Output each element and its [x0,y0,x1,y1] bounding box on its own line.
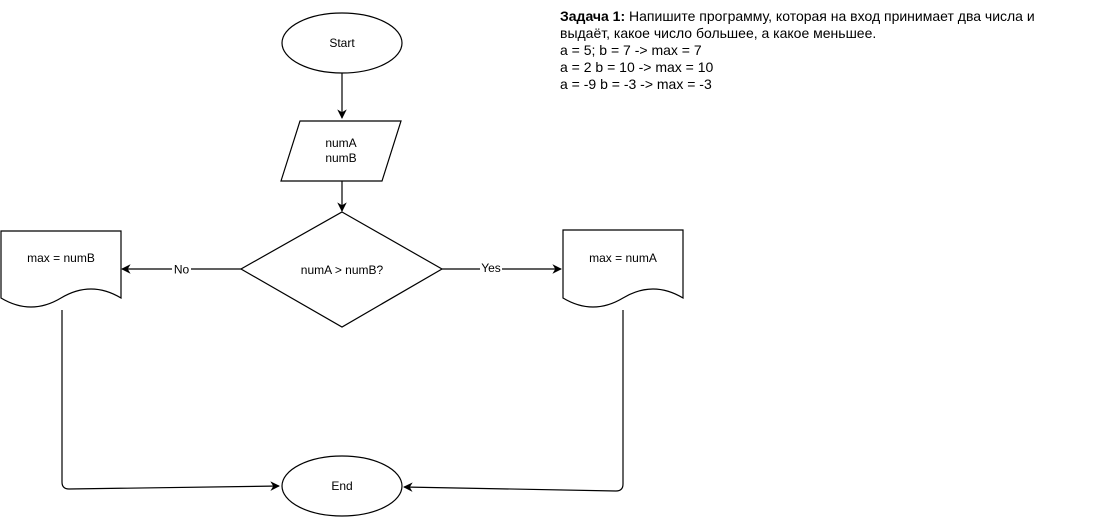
end-label: End [331,479,352,493]
connector-assign-a-to-end [403,310,624,492]
start-label: Start [329,36,355,50]
task-title: Задача 1: [560,8,626,24]
task-description: Задача 1: Напишите программу, которая на… [560,8,1100,93]
task-description-line-2: выдаёт, какое число большее, а какое мен… [560,25,877,41]
example-2: a = 2 b = 10 -> max = 10 [560,59,714,75]
no-branch-label: No [174,263,190,277]
end-terminator[interactable] [281,455,403,517]
yes-branch-label: Yes [481,261,501,275]
task-description-line-1: Напишите программу, которая на вход прин… [625,8,1035,24]
assign-max-numb-document[interactable] [0,230,122,308]
decision-diamond[interactable] [239,211,444,328]
example-3: a = -9 b = -3 -> max = -3 [560,76,712,92]
input-parallelogram[interactable] [280,120,402,182]
input-label-line-2: numB [325,151,356,165]
example-1: a = 5; b = 7 -> max = 7 [560,42,702,58]
assign-max-numa-document[interactable] [562,229,684,308]
task-line-1: Задача 1: Напишите программу, которая на… [560,8,1100,25]
connector-assign-b-to-end [61,310,280,491]
decision-label: numA > numB? [301,263,384,277]
start-terminator[interactable] [281,12,403,74]
assign-max-numa-label: max = numA [589,251,657,265]
input-label-line-1: numA [325,136,356,150]
assign-max-numb-label: max = numB [27,251,95,265]
